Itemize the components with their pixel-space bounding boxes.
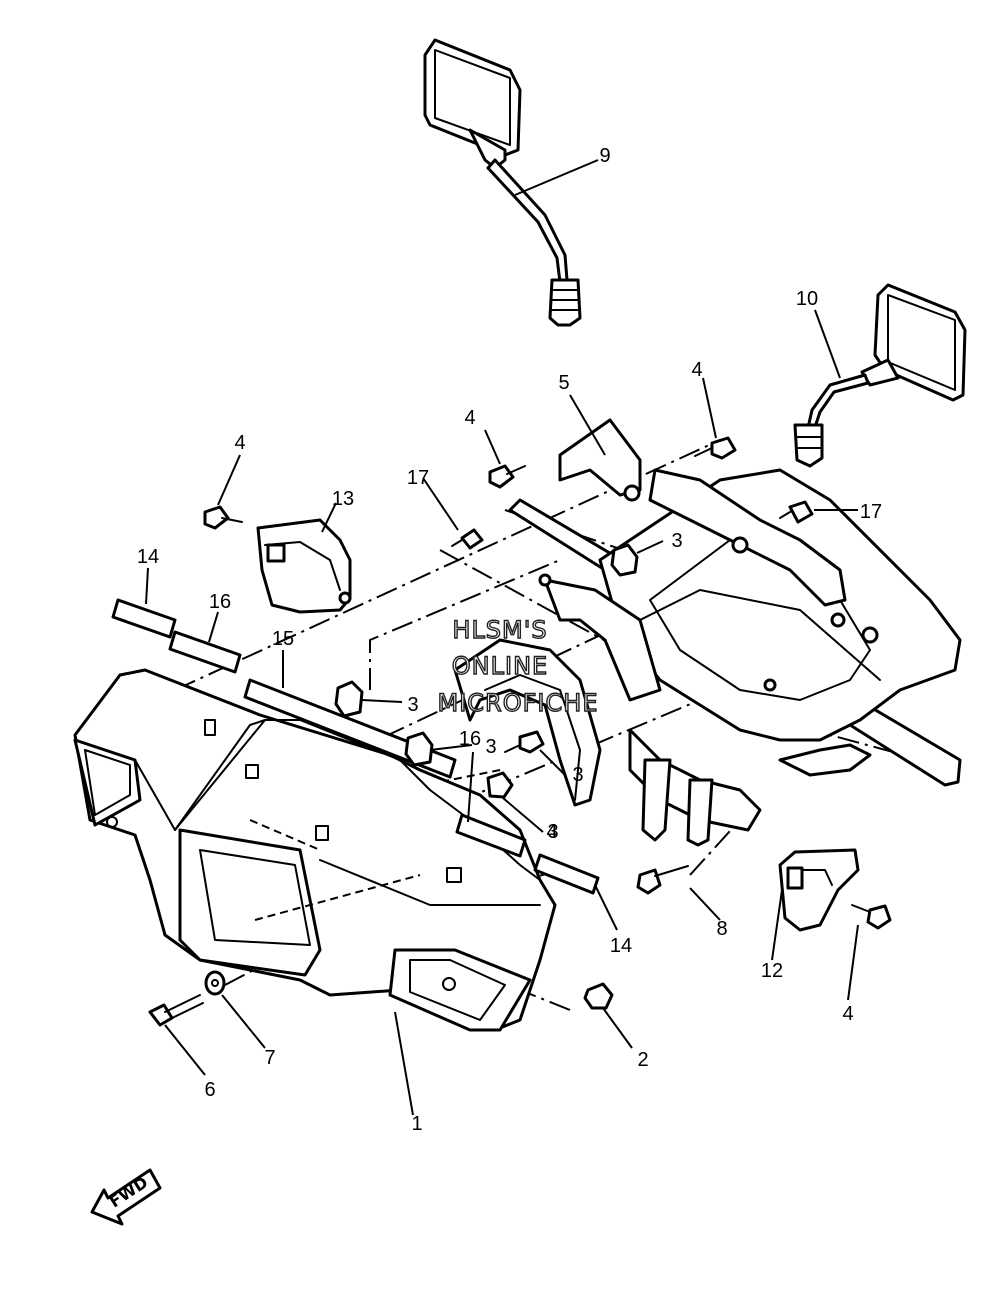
callout-number: 7 [264,1047,275,1069]
callout-number: 3 [547,821,558,843]
leader-lines [145,159,859,1116]
hardware [148,436,892,1027]
callout-number: 13 [332,488,354,510]
callout-number: 14 [610,935,632,957]
callout-number: 4 [691,359,702,381]
callout-number: 6 [204,1079,215,1101]
watermark-line-3: MICROFICHE [438,689,599,717]
bracket-13 [256,518,352,614]
watermark-line-2: ONLINE [452,652,548,680]
callout-number: 2 [637,1049,648,1071]
rubber-strips [111,598,600,895]
callout-number: 4 [842,1003,853,1025]
callout-number: 17 [407,467,429,489]
callout-number: 5 [558,372,569,394]
callout-number: 16 [209,591,231,613]
callout-number: 1 [411,1113,422,1135]
right-mirror [793,283,967,468]
callout-number: 3 [671,530,682,552]
callout-number: 14 [137,546,159,568]
fwd-arrow: FWD [90,1168,162,1226]
bracket-12 [778,848,860,932]
watermark: HLSM'S ONLINE MICROFICHE [437,615,599,717]
arrow-left-icon [90,1168,162,1226]
callout-number: 3 [572,764,583,786]
headlight-housing [73,668,557,1032]
watermark-line-1: HLSM'S [452,616,547,644]
callout-number: 15 [272,628,294,650]
callout-number: 10 [796,288,818,310]
callout-number: 17 [860,501,882,523]
callout-number: 4 [464,407,475,429]
callout-number: 16 [459,728,481,750]
callout-number: 4 [234,432,245,454]
callout-number: 12 [761,960,783,982]
callout-number: 9 [599,145,610,167]
left-mirror [423,38,582,327]
callout-number: 8 [716,918,727,940]
callout-number: 3 [407,694,418,716]
callout-number: 4 [546,821,557,843]
callout-number: 3 [485,736,496,758]
